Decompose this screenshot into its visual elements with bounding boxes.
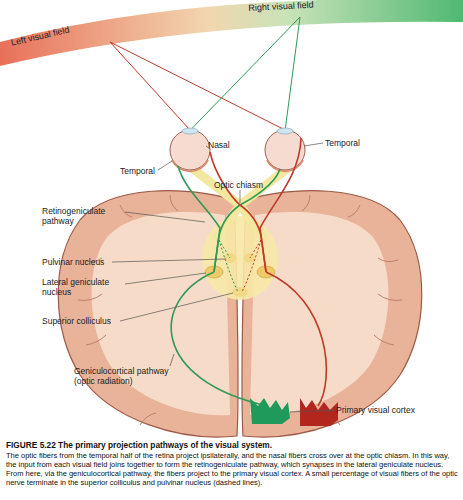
part-label: Primary visual cortex: [336, 405, 446, 415]
eyeball: [170, 128, 305, 171]
optic-nerve: [192, 168, 288, 236]
figure-title: FIGURE 5.22 The primary projection pathw…: [6, 440, 458, 450]
part-label: Lateral geniculate nucleus: [42, 277, 126, 297]
part-label: Nasal: [208, 140, 230, 150]
part-label: Temporal: [325, 138, 360, 148]
figure-caption: The optic fibers from the temporal half …: [6, 451, 458, 487]
visual-pathway: [171, 138, 326, 406]
dashed-collateral: [219, 240, 261, 292]
part-label: Superior colliculus: [42, 316, 111, 326]
part-label: Geniculocortical pathway (optic radiatio…: [74, 366, 186, 386]
part-label: Optic chiasm: [214, 180, 263, 190]
part-label: Retinogeniculate pathway: [42, 206, 128, 226]
visual-field-band: [0, 0, 463, 66]
cortex-patch: [250, 398, 290, 424]
part-label: Temporal: [120, 166, 155, 176]
brain-section: [58, 191, 422, 437]
cortex-patch: [300, 398, 338, 426]
part-label: Pulvinar nucleus: [42, 257, 104, 267]
